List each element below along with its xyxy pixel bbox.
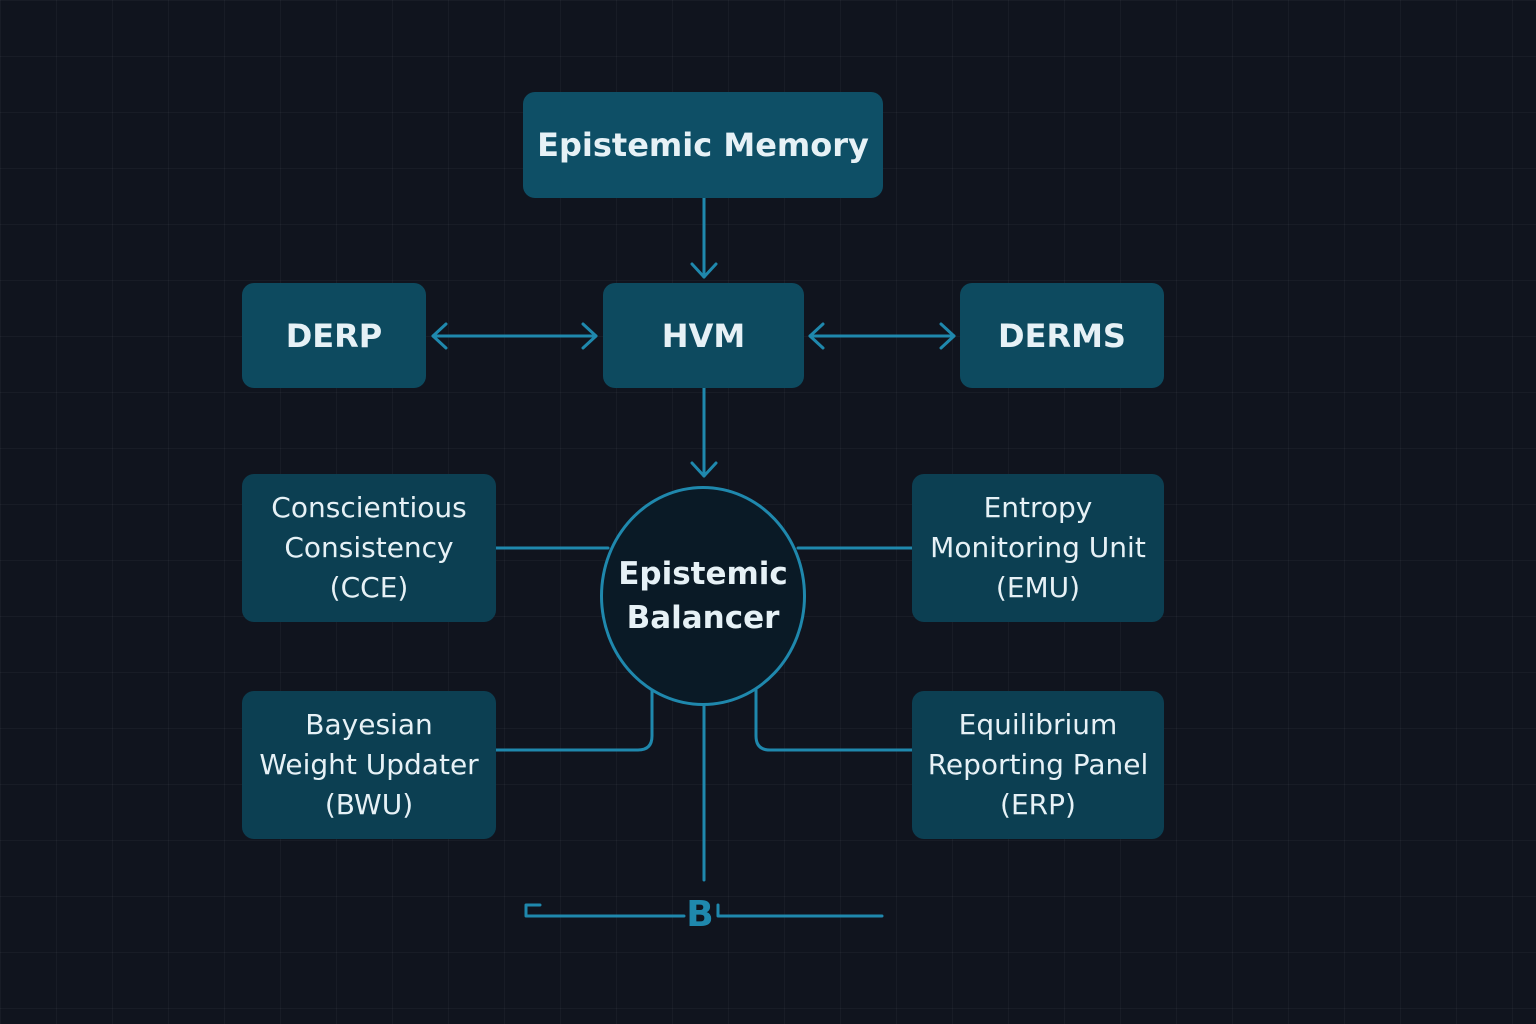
node-cce[interactable]: Conscientious Consistency (CCE) [242,474,496,622]
node-derp-label: DERP [285,316,383,355]
arrowhead-derp-hvm-right [581,322,598,350]
arrowhead-hvm-balancer [690,461,718,478]
node-cce-line-1: Conscientious [271,491,467,524]
node-emu[interactable]: Entropy Monitoring Unit (EMU) [912,474,1164,622]
node-emu-line-1: Entropy [983,491,1093,524]
node-bwu-line-3: (BWU) [324,788,414,821]
node-balancer-line-2: Balancer [626,600,780,636]
node-emu-line-3: (EMU) [995,571,1081,604]
node-erp-line-1: Equilibrium [958,708,1118,741]
node-cce-line-2: Consistency [284,531,454,564]
edge-erp-balancer [754,688,914,752]
node-cce-text: Conscientious Consistency (CCE) [271,488,466,608]
node-bwu[interactable]: Bayesian Weight Updater (BWU) [242,691,496,839]
node-erp-text: Equilibrium Reporting Panel (ERP) [928,705,1149,825]
node-derms[interactable]: DERMS [960,283,1164,388]
arrowhead-hvm-derms-left [808,322,825,350]
node-cce-line-3: (CCE) [329,571,409,604]
bottom-bracket-left [524,903,686,918]
node-erp[interactable]: Equilibrium Reporting Panel (ERP) [912,691,1164,839]
arrowhead-hvm-derms-right [939,322,956,350]
bottom-bracket-right [716,903,884,918]
node-derp[interactable]: DERP [242,283,426,388]
node-emu-line-2: Monitoring Unit [930,531,1146,564]
node-bwu-line-1: Bayesian [305,708,433,741]
node-bwu-text: Bayesian Weight Updater (BWU) [259,705,478,825]
node-epistemic-memory[interactable]: Epistemic Memory [523,92,883,198]
node-derms-label: DERMS [998,316,1126,355]
node-erp-line-2: Reporting Panel [927,748,1149,781]
node-hvm-label: HVM [661,316,746,355]
node-epistemic-memory-label: Epistemic Memory [537,126,869,164]
node-epistemic-balancer[interactable]: Epistemic Balancer [600,486,806,706]
node-bwu-line-2: Weight Updater [259,748,479,781]
node-hvm[interactable]: HVM [603,283,804,388]
bottom-glyph: B [686,894,714,935]
node-emu-text: Entropy Monitoring Unit (EMU) [930,488,1146,608]
edge-bwu-balancer [494,688,654,752]
node-balancer-line-1: Epistemic [618,556,788,592]
arrowhead-memory-hvm [690,262,718,279]
arrowhead-derp-hvm-left [431,322,448,350]
node-erp-line-3: (ERP) [1000,788,1076,821]
